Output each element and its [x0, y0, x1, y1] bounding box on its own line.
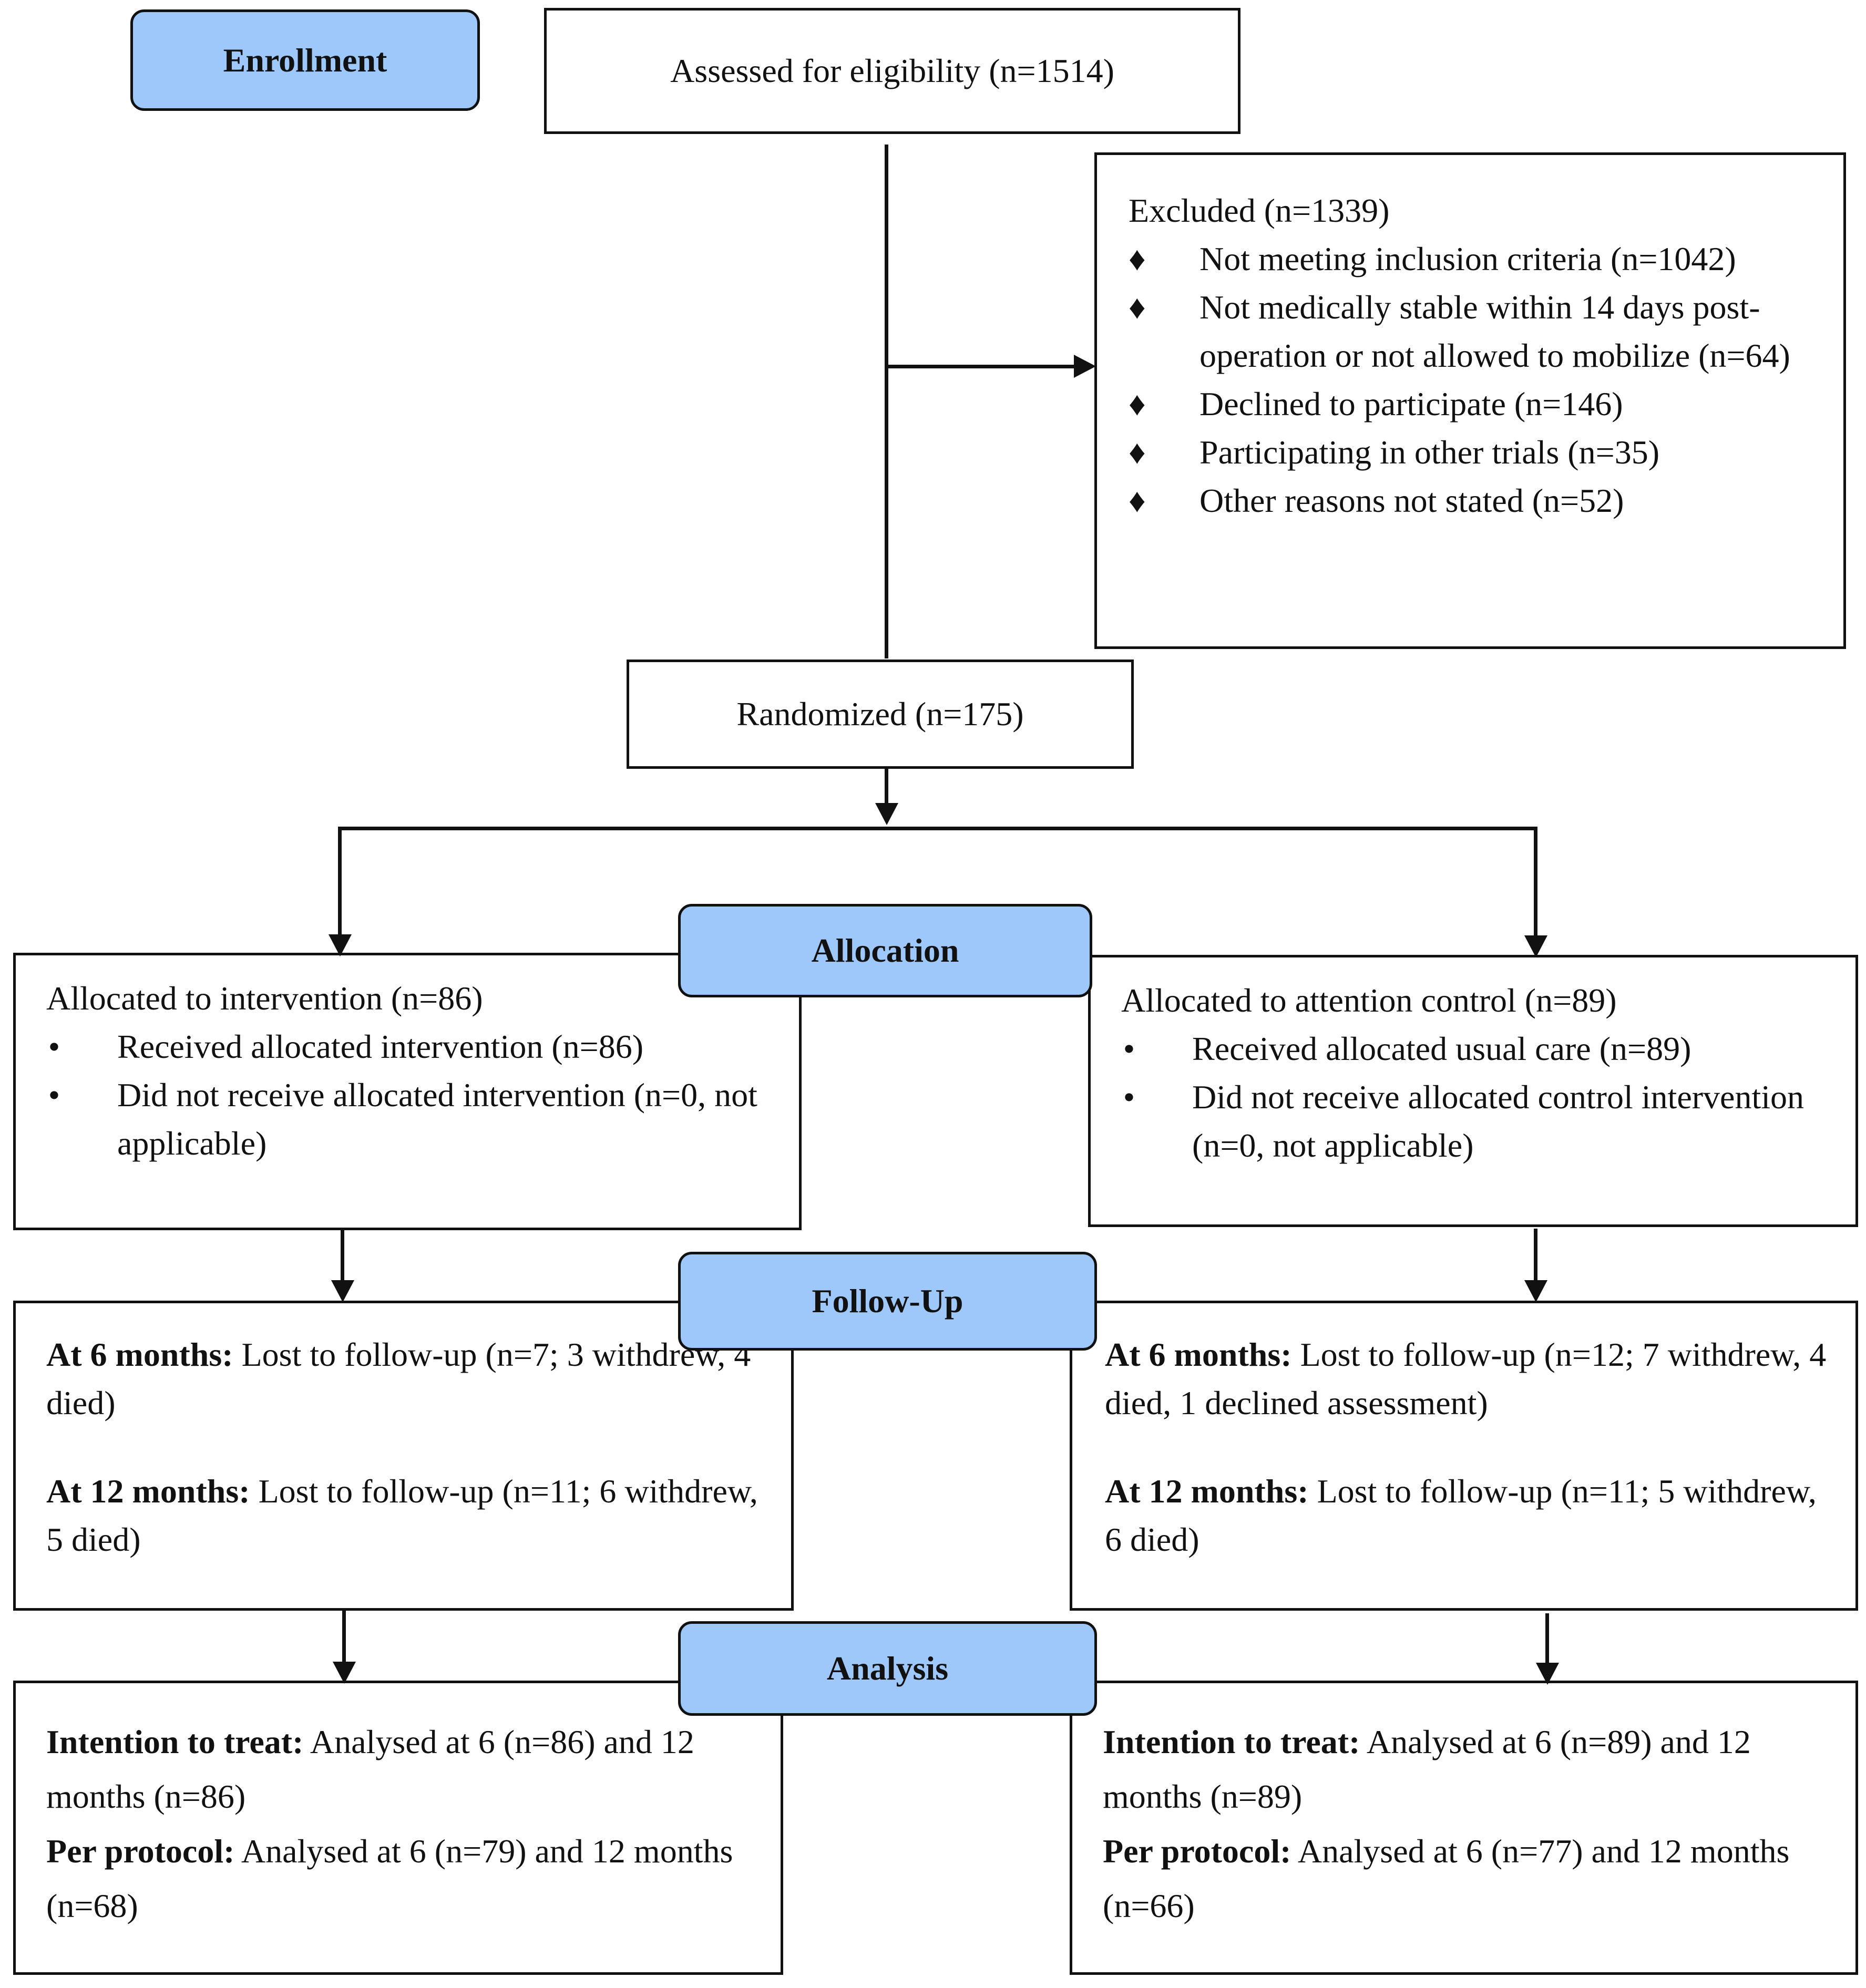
list-item: ♦Participating in other trials (n=35) — [1129, 428, 1822, 477]
list-item: •Did not receive allocated control inter… — [1121, 1073, 1834, 1170]
connector-right-alloc-followup — [1534, 1229, 1537, 1297]
allocation-right-box: Allocated to attention control (n=89) •R… — [1088, 955, 1858, 1227]
assessed-box: Assessed for eligibility (n=1514) — [544, 8, 1240, 134]
followup-right-12m-text: Lost to follow-up (n=11; 5 withdrew, 6 d… — [1105, 1472, 1817, 1558]
allocation-right-title: Allocated to attention control (n=89) — [1121, 982, 1617, 1019]
connector-left-followup-analysis — [342, 1611, 346, 1678]
followup-left-box: At 6 months: Lost to follow-up (n=7; 3 w… — [13, 1301, 794, 1611]
round-bullet-icon: • — [48, 1028, 60, 1065]
analysis-left-itt: Intention to treat: Analysed at 6 (n=86)… — [46, 1715, 760, 1824]
excluded-box: Excluded (n=1339) ♦Not meeting inclusion… — [1094, 152, 1846, 649]
list-item: ♦Not meeting inclusion criteria (n=1042) — [1129, 235, 1822, 283]
analysis-left-itt-text: Analysed at 6 (n=86) and 12 months (n=86… — [46, 1723, 694, 1815]
connector-randomized-down — [885, 768, 888, 810]
arrow-to-analysis-left — [333, 1662, 356, 1684]
followup-left-12m-label: At 12 months: — [46, 1472, 250, 1510]
followup-left-12m-text: Lost to follow-up (n=11; 6 withdrew, 5 d… — [46, 1472, 758, 1558]
allocation-left-list: •Received allocated intervention (n=86) … — [46, 1023, 783, 1168]
connector-split-left — [338, 827, 342, 942]
randomized-box: Randomized (n=175) — [627, 660, 1134, 769]
analysis-right-pp: Per protocol: Analysed at 6 (n=77) and 1… — [1103, 1824, 1834, 1933]
analysis-right-itt: Intention to treat: Analysed at 6 (n=89)… — [1103, 1715, 1834, 1824]
connector-split-horizontal — [338, 827, 1537, 830]
arrow-to-excluded — [1074, 355, 1096, 378]
diamond-bullet-icon: ♦ — [1129, 385, 1146, 423]
analysis-right-itt-text: Analysed at 6 (n=89) and 12 months (n=89… — [1103, 1723, 1751, 1815]
followup-left-6m-label: At 6 months: — [46, 1336, 233, 1373]
list-item: •Received allocated usual care (n=89) — [1121, 1025, 1834, 1073]
connector-left-alloc-followup — [341, 1229, 344, 1297]
stage-follow-up: Follow-Up — [678, 1252, 1097, 1351]
excluded-list: ♦Not meeting inclusion criteria (n=1042)… — [1129, 235, 1822, 525]
analysis-right-itt-label: Intention to treat: — [1103, 1723, 1360, 1760]
followup-right-6m-label: At 6 months: — [1105, 1336, 1292, 1373]
connector-to-excluded — [888, 365, 1075, 368]
analysis-right-box: Intention to treat: Analysed at 6 (n=89)… — [1070, 1681, 1858, 1975]
analysis-left-pp: Per protocol: Analysed at 6 (n=79) and 1… — [46, 1824, 760, 1933]
stage-allocation: Allocation — [678, 904, 1092, 997]
followup-left-12m: At 12 months: Lost to follow-up (n=11; 6… — [46, 1467, 770, 1564]
round-bullet-icon: • — [48, 1076, 60, 1114]
excluded-title: Excluded (n=1339) — [1129, 192, 1390, 229]
arrow-to-analysis-right — [1536, 1663, 1559, 1685]
followup-right-box: At 6 months: Lost to follow-up (n=12; 7 … — [1070, 1301, 1858, 1611]
analysis-right-pp-text: Analysed at 6 (n=77) and 12 months (n=66… — [1103, 1832, 1790, 1924]
allocation-right-list: •Received allocated usual care (n=89) •D… — [1121, 1025, 1834, 1170]
followup-left-6m: At 6 months: Lost to follow-up (n=7; 3 w… — [46, 1331, 770, 1427]
allocation-left-box: Allocated to intervention (n=86) •Receiv… — [13, 953, 802, 1230]
arrow-to-followup-right — [1524, 1280, 1547, 1302]
connector-split-right — [1534, 827, 1537, 943]
allocation-left-title: Allocated to intervention (n=86) — [46, 980, 483, 1017]
list-item: ♦Not medically stable within 14 days pos… — [1129, 283, 1822, 380]
list-item: •Received allocated intervention (n=86) — [46, 1023, 783, 1071]
analysis-left-itt-label: Intention to treat: — [46, 1723, 304, 1760]
followup-left-6m-text: Lost to follow-up (n=7; 3 withdrew, 4 di… — [46, 1336, 751, 1422]
arrow-to-followup-left — [331, 1280, 354, 1302]
analysis-left-box: Intention to treat: Analysed at 6 (n=86)… — [13, 1681, 783, 1975]
list-item: •Did not receive allocated intervention … — [46, 1071, 783, 1168]
list-item: ♦Declined to participate (n=146) — [1129, 380, 1822, 428]
stage-analysis: Analysis — [678, 1621, 1097, 1716]
diamond-bullet-icon: ♦ — [1129, 482, 1146, 519]
analysis-left-pp-label: Per protocol: — [46, 1832, 235, 1870]
analysis-right-pp-label: Per protocol: — [1103, 1832, 1291, 1870]
randomized-text: Randomized (n=175) — [736, 695, 1024, 733]
followup-right-12m: At 12 months: Lost to follow-up (n=11; 5… — [1105, 1467, 1834, 1564]
arrow-to-allocation-right — [1524, 935, 1547, 957]
followup-right-6m: At 6 months: Lost to follow-up (n=12; 7 … — [1105, 1331, 1834, 1427]
diamond-bullet-icon: ♦ — [1129, 434, 1146, 471]
analysis-left-pp-text: Analysed at 6 (n=79) and 12 months (n=68… — [46, 1832, 733, 1924]
followup-right-6m-text: Lost to follow-up (n=12; 7 withdrew, 4 d… — [1105, 1336, 1827, 1422]
stage-enrollment: Enrollment — [130, 9, 480, 111]
round-bullet-icon: • — [1123, 1030, 1135, 1067]
assessed-text: Assessed for eligibility (n=1514) — [670, 52, 1114, 89]
connector-right-followup-analysis — [1545, 1613, 1549, 1681]
list-item: ♦Other reasons not stated (n=52) — [1129, 477, 1822, 525]
arrow-randomized-down — [875, 803, 898, 825]
arrow-to-allocation-left — [329, 934, 352, 956]
connector-main-vertical — [885, 145, 888, 658]
diamond-bullet-icon: ♦ — [1129, 240, 1146, 277]
round-bullet-icon: • — [1123, 1078, 1135, 1116]
diamond-bullet-icon: ♦ — [1129, 289, 1146, 326]
followup-right-12m-label: At 12 months: — [1105, 1472, 1309, 1510]
